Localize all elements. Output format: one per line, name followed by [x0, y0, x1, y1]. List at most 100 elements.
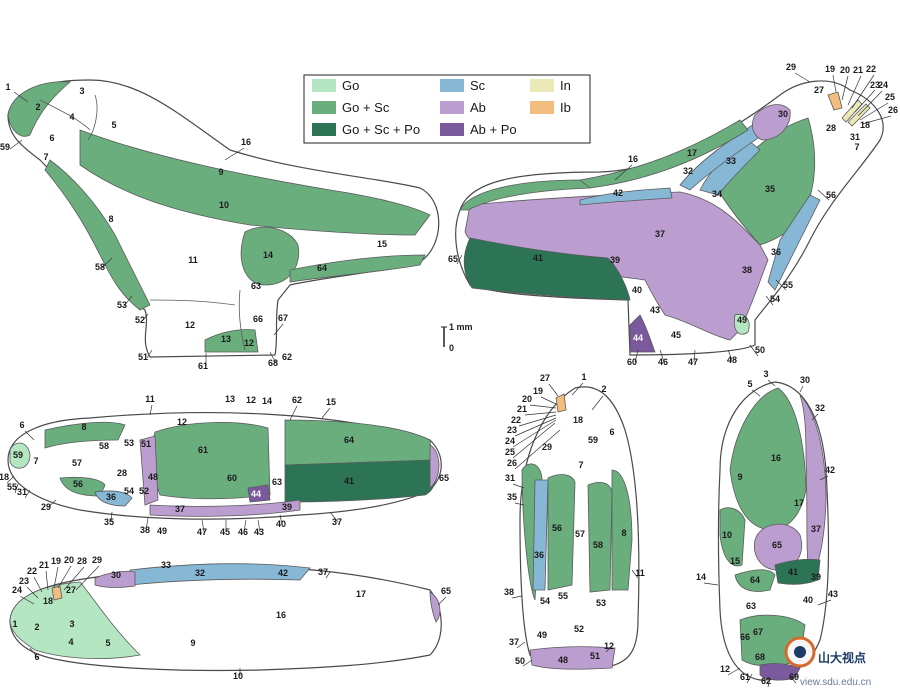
leader-line: [522, 659, 533, 667]
region-label: 58: [99, 441, 109, 451]
region-label: 10: [219, 200, 229, 210]
leader-line: [775, 279, 787, 291]
leader-line: [456, 254, 463, 265]
region-d-65: [429, 591, 441, 623]
legend-swatch: [312, 101, 336, 114]
region-c-8: [44, 421, 126, 449]
region-label: 63: [746, 601, 756, 611]
region-label: 19: [825, 64, 835, 74]
region-label: 65: [441, 586, 451, 596]
region-label: 44: [633, 333, 643, 343]
region-label: 2: [35, 102, 40, 112]
region-label: 23: [19, 576, 29, 586]
region-label: 38: [140, 525, 150, 535]
region-label: 29: [542, 442, 552, 452]
region-label: 18: [573, 415, 583, 425]
leader-line: [524, 411, 557, 416]
region-f-16-9: [729, 387, 807, 531]
region-b-30: [751, 104, 791, 141]
leader-line: [859, 102, 889, 121]
region-c-64-41: [284, 419, 433, 466]
region-label: 2: [601, 384, 606, 394]
line-a-1: [39, 99, 91, 131]
leader-line: [321, 407, 331, 419]
region-label: 29: [786, 62, 796, 72]
leader-line: [13, 91, 29, 103]
leader-line: [571, 382, 584, 396]
region-label: 43: [650, 305, 660, 315]
region-label: 64: [750, 575, 760, 585]
leader-line: [749, 344, 759, 357]
region-label: 41: [344, 476, 354, 486]
region-label: 36: [534, 550, 544, 560]
leader-line: [847, 75, 862, 106]
region-label: 7: [43, 152, 48, 162]
region-label: 9: [190, 638, 195, 648]
leader-line: [631, 569, 639, 579]
leader-line: [789, 675, 797, 684]
region-label: 21: [517, 404, 527, 414]
region-label: 23: [870, 80, 880, 90]
region-a-13: [204, 329, 259, 353]
region-label: 56: [552, 523, 562, 533]
region-label: 61: [198, 361, 208, 371]
region-label: 32: [815, 403, 825, 413]
region-label: 37: [332, 517, 342, 527]
leader-line: [794, 72, 811, 83]
region-label: 14: [696, 572, 706, 582]
leader-line: [518, 414, 557, 427]
region-label: 15: [326, 397, 336, 407]
leader-line: [14, 483, 19, 494]
region-label: 57: [72, 458, 82, 468]
region-label: 67: [753, 627, 763, 637]
leader-line: [243, 519, 247, 533]
line-a-3: [149, 299, 236, 306]
leader-line: [514, 502, 525, 506]
region-label: 57: [575, 529, 585, 539]
line-a-4: [238, 289, 246, 351]
region-label: 56: [73, 479, 83, 489]
leader-line: [123, 295, 133, 307]
region-label: 12: [246, 395, 256, 405]
region-label: 14: [262, 396, 272, 406]
legend-swatch: [530, 101, 554, 114]
region-b-36: [767, 194, 821, 291]
region-label: 30: [111, 570, 121, 580]
region-f-65: [753, 523, 802, 571]
region-label: 48: [558, 655, 568, 665]
region-label: 62: [761, 676, 771, 686]
region-e-36: [532, 479, 549, 591]
region-label: 60: [627, 357, 637, 367]
region-label: 47: [197, 527, 207, 537]
region-label: 21: [853, 65, 863, 75]
leader-line: [727, 667, 741, 676]
region-label: 43: [828, 589, 838, 599]
region-label: 54: [540, 596, 550, 606]
region-label: 17: [687, 148, 697, 158]
region-label: 52: [139, 486, 149, 496]
region-label: 35: [507, 492, 517, 502]
leader-line: [861, 115, 892, 125]
legend-swatch: [440, 79, 464, 92]
region-c-44: [247, 484, 271, 503]
region-label: 16: [628, 154, 638, 164]
region-label: 59: [588, 435, 598, 445]
region-label: 10: [722, 530, 732, 540]
region-a-10: [79, 129, 431, 236]
leader-line: [33, 576, 43, 593]
region-label: 64: [317, 263, 327, 273]
region-label: 37: [509, 637, 519, 647]
leader-line: [201, 519, 205, 533]
region-label: 28: [117, 468, 127, 478]
leader-line: [145, 517, 149, 531]
region-label: 68: [268, 358, 278, 368]
region-label: 37: [318, 567, 328, 577]
region-b-44: [629, 314, 656, 353]
leader-line: [101, 257, 113, 269]
region-label: 4: [69, 112, 74, 122]
region-label: 12: [604, 641, 614, 651]
leader-line: [591, 395, 604, 411]
region-label: 49: [737, 315, 747, 325]
region-label: 68: [755, 652, 765, 662]
